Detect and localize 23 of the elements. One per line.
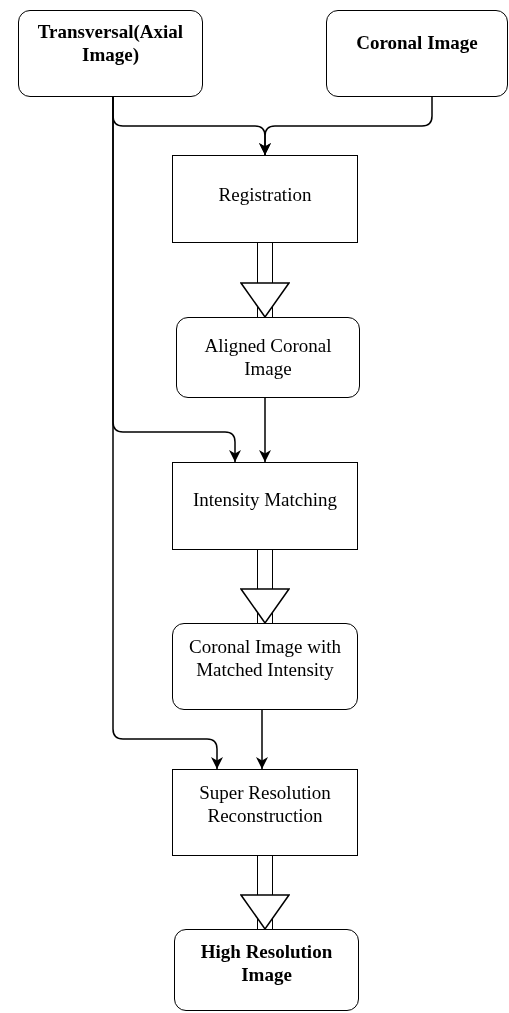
node-label: Transversal(Axial Image)	[36, 20, 185, 67]
block-arrow	[240, 856, 290, 930]
rounded-box	[18, 10, 203, 97]
node-label: Registration	[218, 183, 312, 207]
node-label: High Resolution Image	[199, 941, 334, 987]
rounded-box	[174, 929, 359, 1011]
process-box	[172, 769, 358, 856]
arrow	[259, 397, 271, 463]
node-label: Coronal Image with Matched Intensity	[188, 635, 342, 682]
process-box	[172, 462, 358, 550]
rounded-box	[176, 317, 360, 398]
arrow	[259, 96, 433, 156]
node-label: Aligned Coronal Image	[203, 334, 333, 381]
rounded-box	[172, 623, 358, 710]
node-label: Coronal Image	[356, 32, 478, 55]
arrow	[112, 96, 223, 770]
block-arrow	[240, 243, 290, 318]
rounded-box	[326, 10, 508, 97]
block-arrow	[240, 550, 290, 624]
node-label: Intensity Matching	[192, 488, 338, 512]
node-label: Super Resolution Reconstruction	[198, 781, 332, 828]
arrow	[256, 709, 268, 770]
process-box	[172, 155, 358, 243]
